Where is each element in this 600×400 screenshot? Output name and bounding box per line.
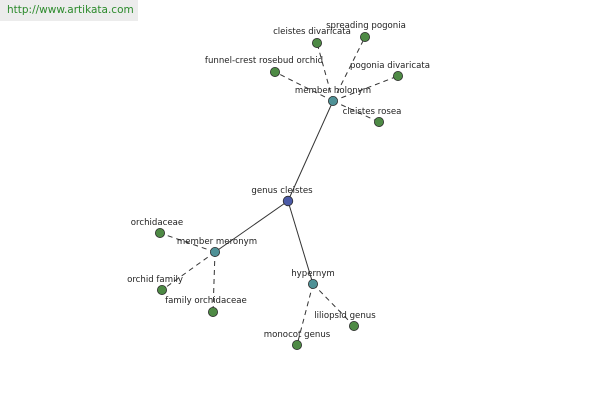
leaf-node[interactable]	[373, 117, 384, 128]
leaf-node[interactable]	[154, 227, 165, 238]
leaf-node[interactable]	[392, 71, 403, 82]
edge-layer	[159, 36, 399, 346]
leaf-label: family orchidaceae	[165, 296, 247, 306]
relation-node[interactable]	[307, 278, 318, 289]
leaf-edge	[161, 251, 216, 291]
root-label: genus cleistes	[251, 186, 313, 196]
leaf-edge	[312, 283, 355, 327]
relation-node[interactable]	[327, 96, 338, 107]
node-layer	[154, 32, 403, 350]
relation-edge	[287, 200, 314, 285]
leaf-edge	[159, 232, 216, 253]
leaf-label: orchid family	[127, 275, 183, 285]
leaf-label: funnel-crest rosebud orchid	[205, 56, 323, 66]
leaf-label: pogonia divaricata	[350, 61, 430, 71]
relation-label: member meronym	[177, 237, 257, 247]
leaf-edge	[332, 75, 399, 102]
leaf-edge	[274, 71, 334, 102]
leaf-label: cleistes rosea	[343, 107, 402, 117]
relation-edge	[214, 200, 289, 253]
leaf-node[interactable]	[348, 320, 359, 331]
leaf-node[interactable]	[311, 38, 322, 49]
leaf-edge	[316, 42, 334, 102]
leaf-node[interactable]	[207, 306, 218, 317]
leaf-label: monocot genus	[264, 330, 331, 340]
relation-node[interactable]	[209, 246, 220, 257]
leaf-label: liliopsid genus	[314, 311, 376, 321]
relation-label: member holonym	[295, 86, 371, 96]
leaf-label: cleistes divaricata	[273, 27, 351, 37]
leaf-node[interactable]	[156, 284, 167, 295]
leaf-edge	[296, 283, 314, 346]
watermark-link[interactable]: http://www.artikata.com	[0, 0, 138, 21]
relation-label: hypernym	[291, 269, 335, 279]
leaf-node[interactable]	[269, 67, 280, 78]
leaf-label: spreading pogonia	[326, 21, 406, 31]
leaf-label: orchidaceae	[131, 218, 183, 228]
leaf-node[interactable]	[291, 339, 302, 350]
leaf-node[interactable]	[359, 32, 370, 43]
root-node[interactable]	[282, 195, 294, 207]
leaf-edge	[212, 251, 216, 313]
leaf-edge	[332, 36, 366, 102]
relation-edge	[287, 100, 334, 202]
